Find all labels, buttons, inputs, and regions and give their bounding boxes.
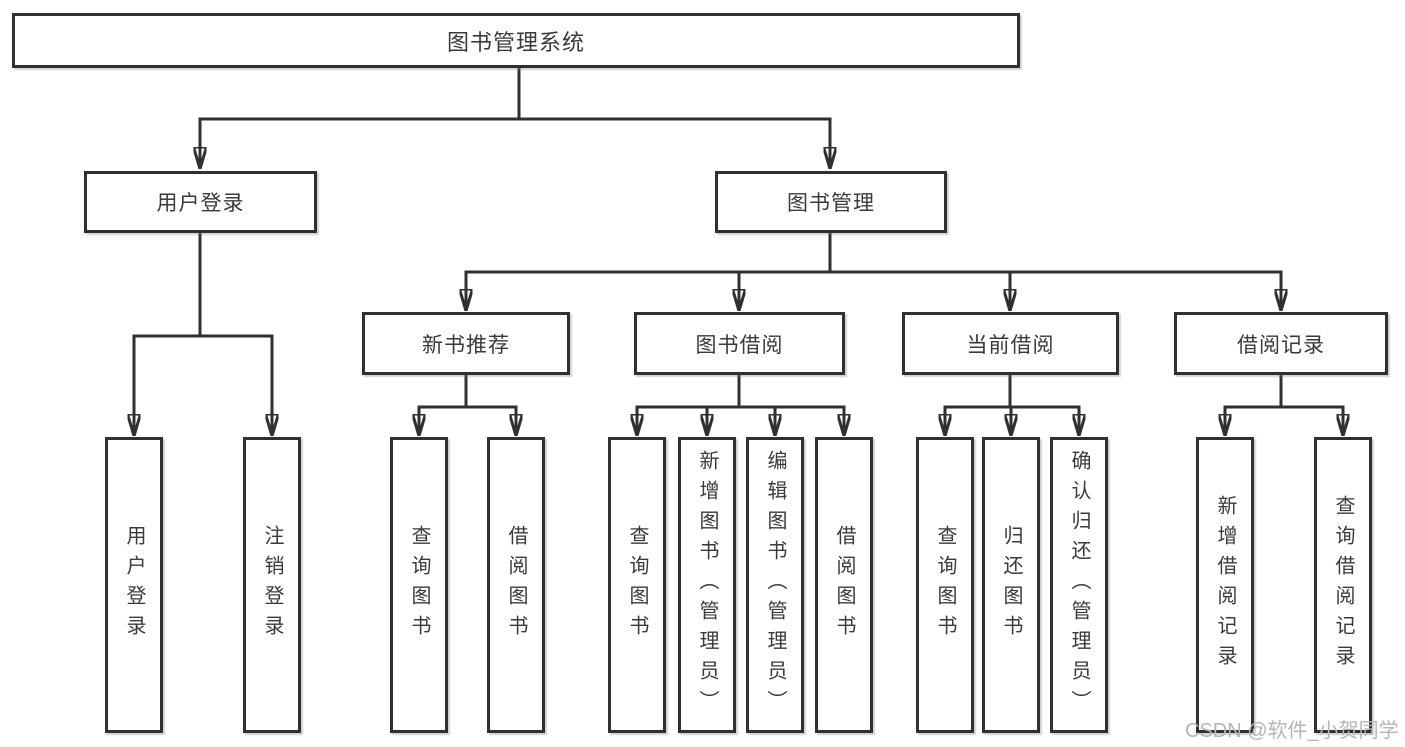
leaf-current-return-book: 归还图书 [982,437,1040,733]
csdn-watermark: CSDN @软件_小贺同学 [1185,720,1399,742]
leaf-current-query-book: 查询图书 [916,437,974,733]
leaf-borrowing-query-book: 查询图书 [608,437,666,733]
node-new-book-recommend: 新书推荐 [362,312,570,375]
leaf-records-add-record: 新增借阅记录 [1196,437,1254,733]
leaf-user-login: 用户登录 [105,437,163,733]
leaf-borrowing-add-book-admin: 新增图书（管理员） [678,437,736,733]
leaf-logout: 注销登录 [243,437,301,733]
node-book-management-branch: 图书管理 [715,171,947,233]
node-root-system: 图书管理系统 [12,13,1020,68]
leaf-borrowing-borrow-book: 借阅图书 [815,437,873,733]
leaf-recommend-borrow-book: 借阅图书 [487,437,545,733]
node-user-login-branch: 用户登录 [84,171,317,233]
leaf-records-query-record: 查询借阅记录 [1314,437,1372,733]
node-borrowing-records: 借阅记录 [1174,312,1388,375]
leaf-current-confirm-return-admin: 确认归还（管理员） [1050,437,1108,733]
node-book-borrowing: 图书借阅 [634,312,845,375]
node-current-borrowing: 当前借阅 [902,312,1119,375]
leaf-recommend-query-book: 查询图书 [390,437,448,733]
leaf-borrowing-edit-book-admin: 编辑图书（管理员） [746,437,804,733]
